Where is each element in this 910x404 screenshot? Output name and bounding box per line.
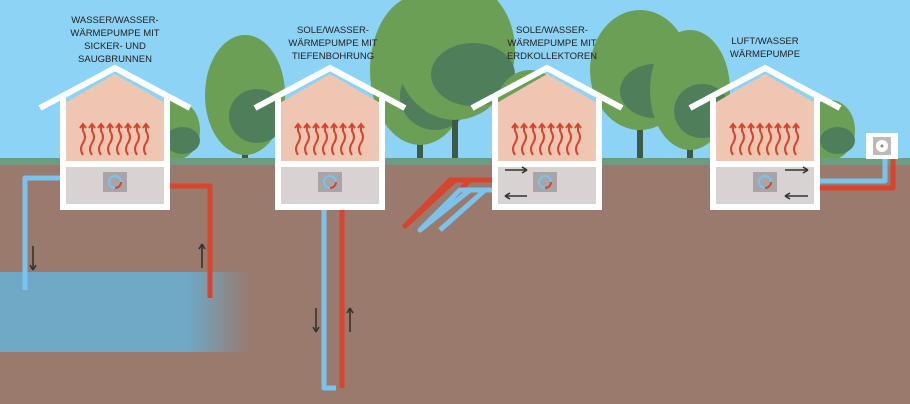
heat-wave-icon [339,122,347,156]
heat-wave-icon [547,122,555,156]
heat-wave-icon [765,122,773,156]
arrow-icon [784,192,808,200]
heat-pump-icon [103,172,127,192]
heat-wave-icon [511,122,519,156]
heat-wave-icon [88,122,96,156]
heat-pump-icon [753,172,777,192]
arrow-icon [29,246,37,271]
arrow-icon [198,243,206,268]
heat-pump-icon [318,172,342,192]
heat-wave-icon [321,122,329,156]
heat-wave-icon [556,122,564,156]
heat-wave-icon [574,122,582,156]
arrow-icon [505,166,528,174]
heat-wave-icon [747,122,755,156]
heat-wave-icon [529,122,537,156]
heat-wave-icon [303,122,311,156]
heat-wave-icon [783,122,791,156]
heat-wave-icon [124,122,132,156]
tree-icon [205,35,285,160]
arrow-icon [785,166,809,174]
heat-wave-icon [348,122,356,156]
heat-wave-icon [97,122,105,156]
heat-wave-icon [729,122,737,156]
heat-wave-icon [142,122,150,156]
heat-wave-icon [294,122,302,156]
grass-strip [0,158,910,166]
heat-wave-icon [133,122,141,156]
arrow-icon [346,307,354,332]
heat-wave-icon [792,122,800,156]
heat-wave-icon [330,122,338,156]
heat-wave-icon [565,122,573,156]
heat-pump-icon [533,172,557,192]
heat-wave-icon [79,122,87,156]
tree-icon [395,0,515,160]
heat-wave-icon [774,122,782,156]
heat-wave-icon [738,122,746,156]
heat-wave-icon [520,122,528,156]
arrow-icon [312,308,320,333]
arrow-icon [504,192,527,200]
cold-pipe [321,190,336,391]
heat-wave-icon [357,122,365,156]
heat-wave-icon [106,122,114,156]
heat-wave-icon [312,122,320,156]
heat-wave-icon [756,122,764,156]
cold-pipe [417,187,535,233]
heat-wave-icon [115,122,123,156]
fan-icon [866,133,898,159]
heat-wave-icon [538,122,546,156]
